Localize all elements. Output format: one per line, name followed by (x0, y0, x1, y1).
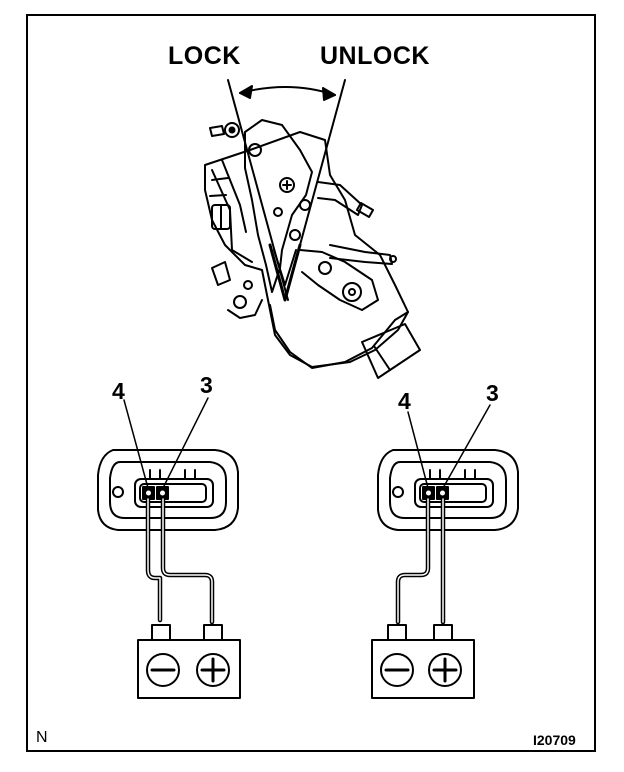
right-leader-lines (407, 404, 491, 489)
left-terminal-3-label: 3 (200, 372, 213, 398)
right-battery (371, 624, 475, 699)
right-connector (377, 449, 519, 531)
left-connector (97, 449, 239, 531)
left-wires-inner (147, 498, 213, 623)
left-leader-lines (123, 397, 209, 489)
corner-mark: N (36, 729, 48, 746)
figure-code: I20709 (533, 732, 576, 748)
door-lock-assembly (204, 119, 421, 379)
lock-label: LOCK (168, 42, 241, 70)
left-battery (137, 624, 241, 699)
lock-unlock-indicator (227, 79, 346, 301)
right-wires-inner (397, 498, 444, 623)
unlock-label: UNLOCK (320, 42, 430, 70)
left-terminal-4-label: 4 (112, 378, 125, 404)
right-terminal-4-label: 4 (398, 388, 411, 414)
right-terminal-3-label: 3 (486, 380, 499, 406)
figure-frame (26, 14, 596, 752)
